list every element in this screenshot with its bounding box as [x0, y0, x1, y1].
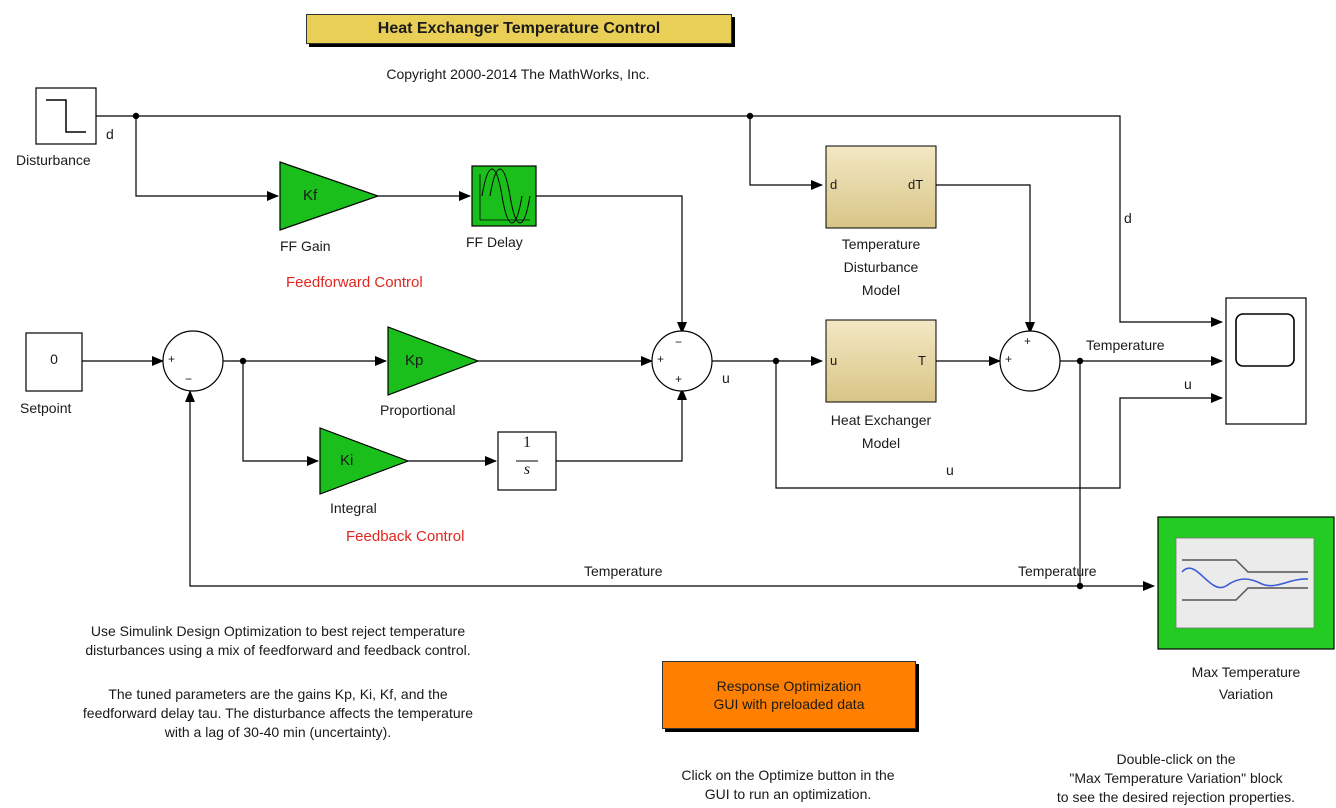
- signal-temp-to-check: [1079, 361, 1155, 591]
- signal-label-temperature-2: Temperature: [584, 563, 663, 579]
- copyright-text: Copyright 2000-2014 The MathWorks, Inc.: [386, 66, 650, 82]
- scope-block[interactable]: [1225, 297, 1307, 425]
- feedback-section-label: Feedback Control: [346, 528, 465, 545]
- ff-gain-label: FF Gain: [280, 238, 331, 254]
- signal-d-to-tempdist: [749, 116, 823, 190]
- sum3-sign-top: +: [1024, 334, 1032, 348]
- sum2-sign-bottom: +: [675, 372, 683, 386]
- sum3-sign-left: +: [1005, 352, 1013, 366]
- sum1-sign-minus: −: [185, 372, 193, 386]
- intro-note-line-1: Use Simulink Design Optimization to best…: [90, 623, 466, 639]
- sum-error-block[interactable]: [162, 330, 224, 392]
- proportional-gain-block[interactable]: [387, 326, 480, 396]
- signal-error-to-ki: [242, 361, 319, 466]
- signal-u-to-scope: [775, 361, 1223, 489]
- signal-label-d-2: d: [1124, 210, 1132, 226]
- diagram-title: Heat Exchanger Temperature Control: [306, 14, 732, 44]
- button-label-line-1: Response Optimization: [716, 678, 862, 694]
- tdm-port-out: dT: [908, 177, 924, 192]
- disturbance-label: Disturbance: [16, 152, 91, 168]
- response-optimization-button[interactable]: Response Optimization GUI with preloaded…: [662, 661, 916, 729]
- signal-delay-to-sum2: [536, 195, 687, 334]
- sum1-sign-plus: +: [168, 352, 176, 366]
- signal-temp-feedback: [185, 390, 1080, 587]
- signal-d-trunk: [96, 115, 1223, 327]
- params-note-line-1: The tuned parameters are the gains Kp, K…: [108, 686, 448, 702]
- signal-dT-to-sum3: [936, 184, 1035, 334]
- hx-port-out: T: [918, 353, 926, 368]
- sum-temperature-block[interactable]: [999, 330, 1061, 392]
- signal-label-temperature-1: Temperature: [1086, 337, 1165, 353]
- ff-gain-symbol: Kf: [303, 187, 318, 204]
- optimize-note: Click on the Optimize button in the GUI …: [628, 766, 948, 804]
- sum-control-block[interactable]: [651, 330, 713, 392]
- optimize-note-line-2: GUI to run an optimization.: [704, 786, 872, 802]
- disturbance-block[interactable]: [35, 87, 97, 145]
- hx-port-in: u: [830, 353, 838, 368]
- signal-label-u-1: u: [722, 370, 730, 386]
- signal-label-d-1: d: [106, 126, 114, 142]
- ff-delay-label: FF Delay: [466, 234, 523, 250]
- tdm-label-1: Temperature: [841, 236, 921, 252]
- ki-symbol: Ki: [340, 452, 354, 469]
- proportional-label: Proportional: [380, 402, 456, 418]
- params-note-line-3: with a lag of 30-40 min (uncertainty).: [164, 724, 392, 740]
- optimize-note-line-1: Click on the Optimize button in the: [681, 767, 895, 783]
- signal-integrator-to-sum2: [556, 388, 687, 462]
- params-note-line-2: feedforward delay tau. The disturbance a…: [82, 705, 474, 721]
- integral-gain-block[interactable]: [319, 427, 410, 495]
- signal-label-u-3: u: [946, 462, 954, 478]
- intro-note-line-2: disturbances using a mix of feedforward …: [85, 642, 471, 658]
- doubleclick-note: Double-click on the "Max Temperature Var…: [1016, 750, 1336, 807]
- setpoint-label: Setpoint: [20, 400, 72, 416]
- ff-delay-block[interactable]: [471, 165, 537, 227]
- sum2-sign-left: +: [657, 352, 665, 366]
- doubleclick-note-line-3: to see the desired rejection properties.: [1056, 789, 1296, 805]
- hx-label-2: Model: [861, 435, 901, 451]
- doubleclick-note-line-1: Double-click on the: [1116, 751, 1236, 767]
- max-temperature-variation-block[interactable]: [1157, 516, 1335, 650]
- integrator-block[interactable]: [497, 431, 557, 491]
- signal-label-u-2: u: [1184, 376, 1192, 392]
- button-label-line-2: GUI with preloaded data: [713, 696, 865, 712]
- integrator-numerator: 1: [523, 434, 531, 451]
- setpoint-value: 0: [50, 351, 58, 367]
- doubleclick-note-line-2: "Max Temperature Variation" block: [1069, 770, 1283, 786]
- hx-label-1: Heat Exchanger: [830, 412, 932, 428]
- params-note: The tuned parameters are the gains Kp, K…: [0, 685, 556, 742]
- max-temp-variation-label-1: Max Temperature: [1191, 664, 1301, 680]
- max-temp-variation-label-2: Variation: [1218, 686, 1274, 702]
- temperature-disturbance-model-block[interactable]: [825, 145, 937, 229]
- signal-label-temperature-3: Temperature: [1018, 563, 1097, 579]
- signal-d-to-ffgain: [135, 116, 279, 201]
- feedforward-section-label: Feedforward Control: [286, 274, 423, 291]
- tdm-port-in: d: [830, 177, 838, 192]
- tdm-label-2: Disturbance: [843, 259, 919, 275]
- integral-label: Integral: [330, 500, 377, 516]
- intro-note: Use Simulink Design Optimization to best…: [0, 622, 556, 660]
- ff-gain-block[interactable]: [279, 161, 380, 231]
- heat-exchanger-model-block[interactable]: [825, 319, 937, 403]
- setpoint-block[interactable]: [25, 332, 83, 392]
- sum2-sign-top: −: [675, 335, 683, 349]
- tdm-label-3: Model: [861, 282, 901, 298]
- kp-symbol: Kp: [405, 352, 424, 369]
- integrator-denominator: s: [523, 461, 531, 478]
